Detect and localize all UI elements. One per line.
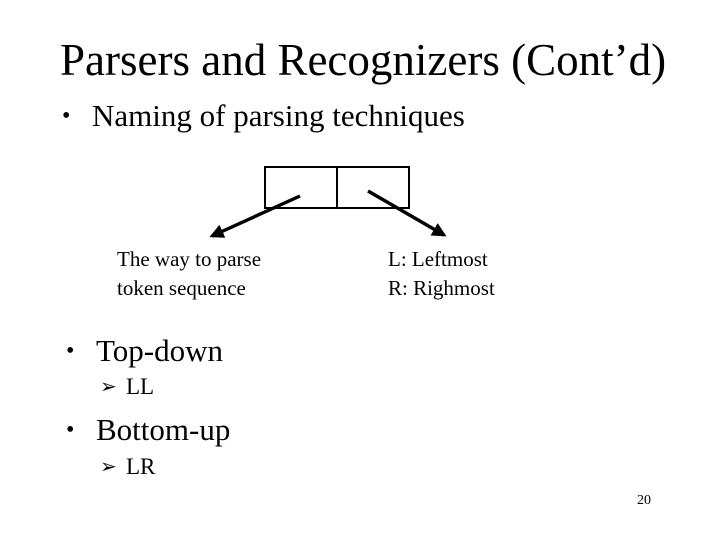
bullet-label-bottomup: Bottom-up xyxy=(96,412,231,447)
sub-bullet-label-lr: LR xyxy=(126,454,156,479)
bullet-icon: • xyxy=(62,103,71,129)
arrowhead-bullet-icon: ➢ xyxy=(100,456,117,478)
bullet-item-bottomup: • Bottom-up xyxy=(66,412,230,448)
bullet-item-naming: • Naming of parsing techniques xyxy=(62,98,465,134)
sub-bullet-label-ll: LL xyxy=(126,374,155,399)
left-cell-label-line2: token sequence xyxy=(117,276,246,300)
token-cells-box xyxy=(264,166,410,209)
sub-bullet-item-ll: ➢ LL xyxy=(100,373,154,401)
arrowhead-bullet-icon: ➢ xyxy=(100,376,117,398)
right-cell-label-line2: R: Righmost xyxy=(388,276,495,300)
sub-bullet-item-lr: ➢ LR xyxy=(100,453,155,481)
left-cell-label: The way to parse token sequence xyxy=(117,245,261,303)
left-cell-label-line1: The way to parse xyxy=(117,247,262,271)
right-cell-label: L: Leftmost R: Righmost xyxy=(388,245,495,303)
bullet-icon: • xyxy=(66,338,75,364)
slide-title: Parsers and Recognizers (Cont’d) xyxy=(60,35,667,85)
slide-page-number: 20 xyxy=(637,493,651,508)
bullet-item-topdown: • Top-down xyxy=(66,333,223,369)
cell-divider xyxy=(336,168,338,207)
bullet-icon: • xyxy=(66,417,75,443)
right-cell-label-line1: L: Leftmost xyxy=(388,247,488,271)
bullet-label-topdown: Top-down xyxy=(96,333,223,368)
bullet-label-naming: Naming of parsing techniques xyxy=(92,98,465,133)
